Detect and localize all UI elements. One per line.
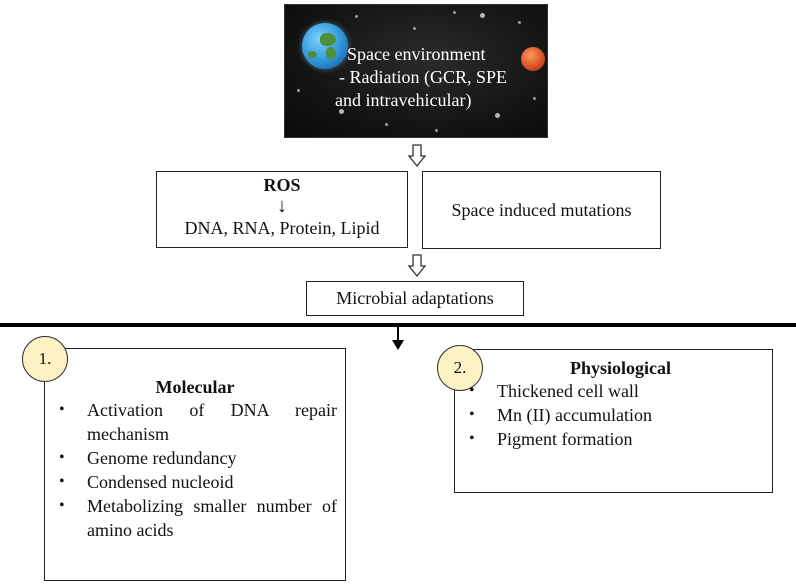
star [385, 123, 388, 126]
badge-1-label: 1. [38, 349, 52, 368]
space-environment-image: Space environment - Radiation (GCR, SPE … [284, 4, 548, 138]
divider-line [0, 323, 796, 327]
star [435, 129, 438, 132]
star [518, 21, 521, 24]
hollow-down-arrow-icon [407, 144, 427, 168]
list-item: Thickened cell wall [455, 379, 772, 403]
star [480, 13, 485, 18]
star [533, 97, 536, 100]
molecular-list: Activation of DNA repair mechanism Genom… [45, 398, 345, 542]
star [495, 113, 500, 118]
microbial-adaptations-box: Microbial adaptations [306, 281, 524, 316]
list-item: Activation of DNA repair mechanism [45, 398, 345, 446]
star [453, 11, 456, 14]
star [355, 15, 358, 18]
mutations-label: Space induced mutations [451, 199, 632, 220]
space-environment-label: Space environment - Radiation (GCR, SPE … [335, 43, 545, 112]
adaptations-label: Microbial adaptations [336, 288, 494, 308]
list-item: Metabolizing smaller number of amino aci… [45, 494, 345, 542]
space-label-line-1: Space environment [347, 44, 486, 64]
physiological-title: Physiological [569, 358, 671, 378]
physiological-box: Physiological Thickened cell wall Mn (II… [454, 349, 773, 493]
star [339, 109, 344, 114]
list-item: Pigment formation [455, 427, 772, 451]
mars-icon [521, 47, 545, 71]
hollow-down-arrow-icon [407, 254, 427, 278]
list-item: Condensed nucleoid [45, 470, 345, 494]
ros-box: ROS ↓ DNA, RNA, Protein, Lipid [156, 171, 408, 248]
physiological-list: Thickened cell wall Mn (II) accumulation… [455, 379, 772, 451]
ros-targets: DNA, RNA, Protein, Lipid [184, 218, 380, 238]
number-badge-2: 2. [437, 345, 483, 391]
list-item: Genome redundancy [45, 446, 345, 470]
star [413, 27, 416, 30]
molecular-title: Molecular [155, 377, 235, 397]
ros-down-arrow-icon: ↓ [277, 195, 287, 217]
star [297, 89, 300, 92]
badge-2-label: 2. [453, 358, 467, 377]
solid-down-arrow-icon [392, 326, 404, 350]
earth-icon [302, 23, 348, 69]
ros-title: ROS [263, 175, 301, 195]
space-label-line-2: - Radiation (GCR, SPE [339, 67, 508, 87]
space-label-line-3: and intravehicular) [335, 90, 472, 110]
number-badge-1: 1. [22, 336, 68, 382]
space-induced-mutations-box: Space induced mutations [422, 171, 661, 249]
molecular-box: Molecular Activation of DNA repair mecha… [44, 348, 346, 581]
list-item: Mn (II) accumulation [455, 403, 772, 427]
